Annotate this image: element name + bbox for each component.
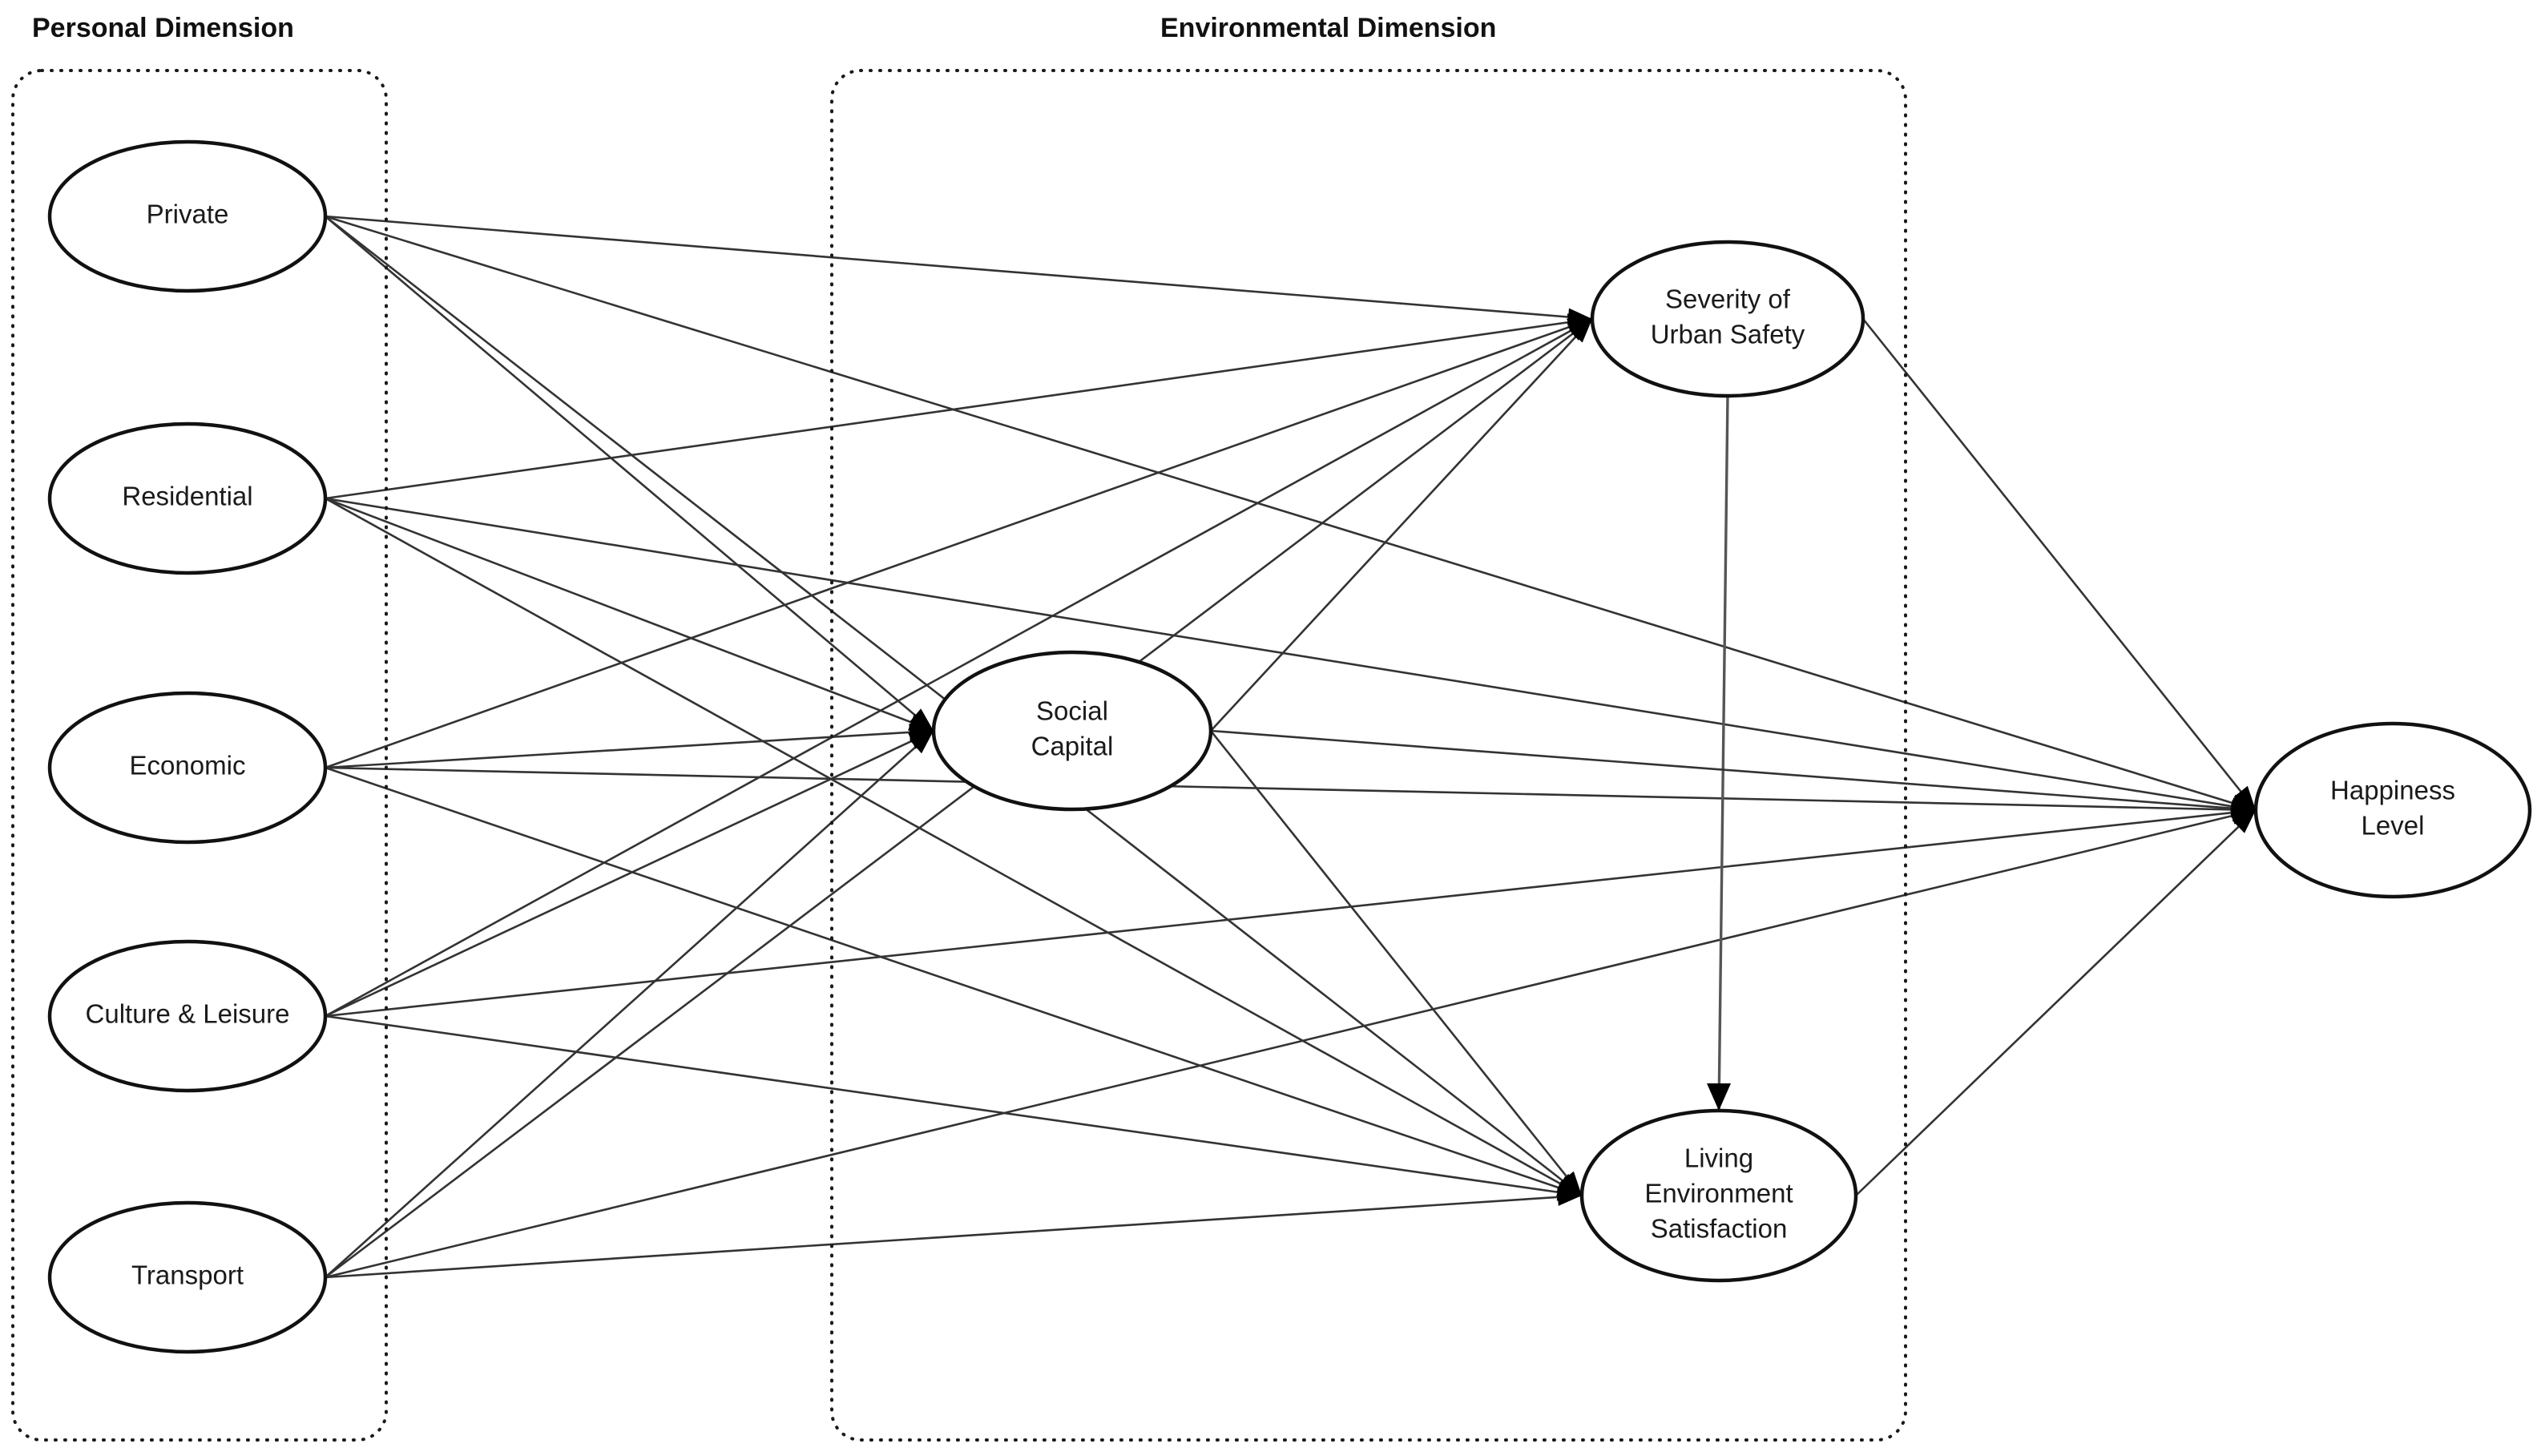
arrowhead-private-to-social	[909, 708, 934, 731]
edge-transport-to-happiness	[325, 809, 2257, 1279]
edge-social-to-safety	[1210, 318, 1593, 732]
node-residential[interactable]: Residential	[47, 421, 328, 575]
edges-layer	[325, 215, 2257, 1279]
node-label-safety: Severity of	[1665, 284, 1791, 314]
edge-economic-to-safety	[325, 317, 1593, 769]
node-culture[interactable]: Culture & Leisure	[47, 939, 328, 1093]
node-safety[interactable]: Severity of Urban Safety	[1590, 240, 1865, 398]
edge-transport-to-social	[325, 730, 934, 1278]
edge-safety-to-happiness	[1861, 318, 2257, 811]
node-label-social: Social	[1036, 696, 1108, 726]
node-label-private: Private	[147, 200, 229, 229]
node-label-living: Living	[1684, 1143, 1753, 1173]
node-economic[interactable]: Economic	[47, 691, 328, 845]
edge-residential-to-living	[325, 497, 1583, 1197]
node-shape-economic	[47, 691, 328, 845]
node-label-economic: Economic	[130, 751, 246, 780]
arrowheads-layer	[908, 308, 2256, 1206]
node-label-living: Environment	[1644, 1179, 1793, 1208]
arrowhead-safety-to-living	[1707, 1083, 1731, 1111]
node-transport[interactable]: Transport	[47, 1200, 328, 1354]
edge-transport-to-safety	[325, 317, 1593, 1279]
edge-social-to-living	[1209, 730, 1583, 1196]
node-shape-transport	[47, 1200, 328, 1354]
edge-economic-to-happiness	[325, 766, 2257, 812]
edge-residential-to-safety	[325, 317, 1593, 500]
edge-residential-to-happiness	[325, 497, 2257, 812]
node-shape-private	[47, 139, 328, 293]
node-shape-culture	[47, 939, 328, 1093]
arrowhead-living-to-happiness	[2232, 810, 2256, 833]
edge-social-to-happiness	[1210, 729, 2257, 812]
group-boxes-layer	[11, 69, 1907, 1442]
edge-living-to-happiness	[1855, 809, 2257, 1196]
edge-economic-to-living	[325, 766, 1583, 1197]
edge-safety-to-living	[1717, 395, 1729, 1111]
node-label-happiness: Level	[2362, 811, 2425, 841]
node-label-culture: Culture & Leisure	[86, 999, 290, 1029]
edge-culture-to-safety	[325, 317, 1593, 1018]
arrowhead-transport-to-living	[1557, 1188, 1582, 1206]
edge-private-to-safety	[325, 215, 1593, 321]
arrowhead-transport-to-social	[910, 731, 934, 754]
edge-culture-to-living	[325, 1014, 1583, 1197]
edge-private-to-happiness	[325, 215, 2257, 812]
group-box-personal	[11, 69, 388, 1442]
node-private[interactable]: Private	[47, 139, 328, 293]
arrowhead-social-to-living	[1559, 1171, 1582, 1196]
group-titles-layer: Personal Dimension Environmental Dimensio…	[32, 13, 1496, 43]
node-label-residential: Residential	[122, 482, 252, 511]
arrowhead-social-to-happiness	[2231, 799, 2256, 817]
node-label-transport: Transport	[131, 1260, 244, 1290]
node-label-safety: Urban Safety	[1651, 320, 1805, 349]
node-label-happiness: Happiness	[2330, 776, 2455, 805]
edge-residential-to-social	[325, 497, 934, 732]
edge-transport-to-living	[325, 1194, 1583, 1279]
node-label-social: Capital	[1031, 732, 1114, 761]
group-box-environmental	[830, 69, 1907, 1442]
edge-private-to-social	[325, 216, 934, 732]
group-title-environmental: Environmental Dimension	[1160, 13, 1496, 43]
node-shape-residential	[47, 421, 328, 575]
arrowhead-safety-to-happiness	[2233, 785, 2256, 810]
edge-culture-to-social	[325, 729, 934, 1018]
node-label-living: Satisfaction	[1651, 1214, 1788, 1244]
edge-culture-to-happiness	[325, 809, 2257, 1018]
group-title-personal: Personal Dimension	[32, 13, 294, 43]
arrowhead-social-to-safety	[1569, 319, 1592, 343]
